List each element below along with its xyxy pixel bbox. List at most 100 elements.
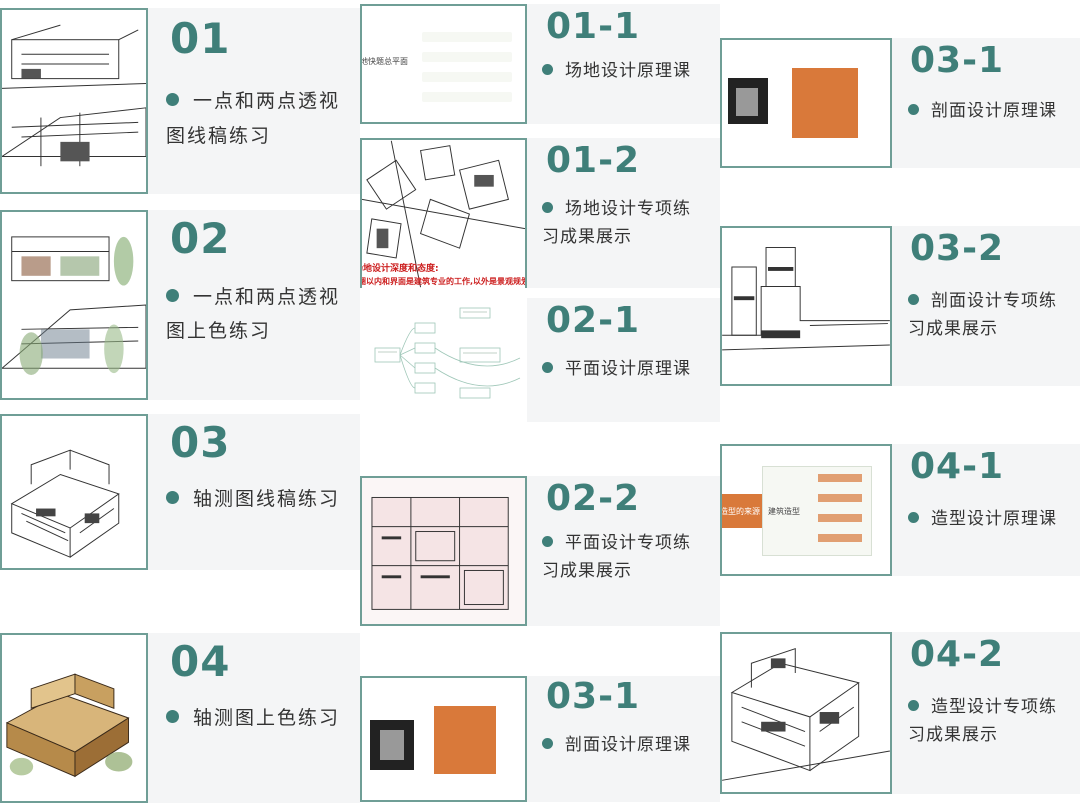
diagram-box [422,32,512,42]
course-card-04[interactable]: 04 轴测图上色练习 [0,633,360,803]
course-card-01[interactable]: 01 一点和两点透视 图线稿练习 [0,8,360,194]
bullet-dot [166,93,179,106]
course-number: 01-1 [546,6,641,47]
course-card-02-2[interactable]: 02-2 平面设计专项练 习成果展示 [360,476,720,626]
thumbnail-site-sketch: 场地设计深度和态度: 圈以内和界面是建筑专业的工作,以外是景观规划专业的工作的规… [360,138,527,288]
orange-panel [792,68,858,138]
course-number: 03-2 [910,228,1005,269]
course-card-03-1[interactable]: 03-1 剖面设计原理课 [720,38,1080,168]
course-number: 03-1 [546,676,641,717]
course-card-02[interactable]: 02 一点和两点透视 图上色练习 [0,210,360,400]
course-title: 剖面设计原理课 [542,730,691,760]
form-diagram-bar [818,494,862,502]
course-title-line1: 剖面设计原理课 [931,101,1057,121]
thumbnail-section-sketch [720,226,892,386]
thumbnail-section-principles [720,38,892,168]
thumbnail-axonometric-colored [0,633,148,803]
bullet-dot [542,362,553,373]
site-sketch-drawing [362,140,525,288]
bullet-dot [908,512,919,523]
section-sketch-drawing [722,247,890,351]
course-number: 01 [170,14,231,63]
bullet-dot [908,294,919,305]
form-diagram-bar [818,474,862,482]
diagram-label: 场地快题总平面 [360,57,408,66]
course-number: 04-1 [910,446,1005,487]
course-number: 03 [170,418,231,467]
course-card-02-1[interactable]: 02-1 平面设计原理课 [360,298,720,422]
plan-sketch-drawing [371,496,509,610]
diagram-box [422,72,512,82]
colored-axonometric-sketch [5,673,133,778]
course-title-line1: 造型设计原理课 [931,509,1057,529]
bullet-dot [542,738,553,749]
course-title: 造型设计原理课 [908,504,1057,534]
course-card-04-1[interactable]: 造型的来源 建筑造型 04-1 造型设计原理课 [720,444,1080,576]
red-heading: 场地设计深度和态度: [360,264,439,274]
bullet-dot [908,104,919,115]
course-title-line1: 一点和两点透视 [193,90,341,112]
course-title-line1: 一点和两点透视 [193,286,341,308]
course-title-line2: 习成果展示 [542,227,632,247]
bullet-dot [166,710,179,723]
course-title-line1: 轴测图上色练习 [193,707,341,729]
course-title-line1: 造型设计专项练 [931,697,1057,717]
column-left: 01 一点和两点透视 图线稿练习 [0,0,360,810]
thumbnail-plan-design-mindmap [360,298,527,422]
course-title-line1: 剖面设计专项练 [931,291,1057,311]
course-title: 平面设计专项练 [542,528,691,558]
diagram-box [422,52,512,62]
form-center-label: 建筑造型 [768,507,800,516]
course-title-line2: 习成果展示 [542,561,632,581]
course-number: 04 [170,637,231,686]
course-title: 场地设计专项练 [542,194,691,224]
course-number: 02-1 [546,300,641,341]
course-title: 轴测图上色练习 [166,703,340,733]
colored-sketch-drawing [2,236,146,376]
thumbnail-axonometric-line [0,414,148,570]
thumbnail-form-sketch [720,632,892,794]
course-card-03-1-duplicate[interactable]: 03-1 剖面设计原理课 [360,676,720,802]
course-title-line2: 习成果展示 [908,319,998,339]
bullet-dot [542,536,553,547]
diagram-box [422,92,512,102]
course-card-01-1[interactable]: 场地快题总平面 01-1 场地设计原理课 [360,4,720,124]
bullet-dot [542,64,553,75]
course-title: 场地设计原理课 [542,56,691,86]
bullet-dot [542,202,553,213]
course-title-line1: 场地设计原理课 [565,61,691,81]
bullet-dot [908,700,919,711]
course-number: 03-1 [910,40,1005,81]
axonometric-sketch [10,449,120,558]
course-card-04-2[interactable]: 04-2 造型设计专项练 习成果展示 [720,632,1080,794]
course-title: 剖面设计专项练 [908,286,1057,316]
course-title-line2: 图线稿练习 [166,125,272,147]
column-right: 03-1 剖面设计原理课 03-2 剖面设计专项练 习成果展示 [720,0,1080,810]
course-title: 平面设计原理课 [542,354,691,384]
sketch-drawing [2,24,146,167]
form-sketch-drawing [722,647,890,781]
course-title-line1: 场地设计专项练 [565,199,691,219]
course-card-03-2[interactable]: 03-2 剖面设计专项练 习成果展示 [720,226,1080,386]
thumbnail-plan-sketch [360,476,527,626]
thumbnail-form-design-diagram: 造型的来源 建筑造型 [720,444,892,576]
bullet-dot [166,491,179,504]
course-title-line1: 平面设计原理课 [565,359,691,379]
form-source-panel [722,494,762,528]
course-number: 04-2 [910,634,1005,675]
course-card-01-2[interactable]: 场地设计深度和态度: 圈以内和界面是建筑专业的工作,以外是景观规划专业的工作的规… [360,138,720,288]
section-image-inner [736,88,758,116]
form-source-label: 造型的来源 [720,507,760,516]
course-number: 02-2 [546,478,641,519]
course-title-line1: 平面设计专项练 [565,533,691,553]
course-card-03[interactable]: 03 轴测图线稿练习 [0,414,360,570]
thumbnail-perspective-line-sketch [0,8,148,194]
thumbnail-perspective-colored [0,210,148,400]
course-title: 造型设计专项练 [908,692,1057,722]
section-image-inner [380,730,404,760]
form-diagram-bar [818,534,862,542]
course-title-line2: 图上色练习 [166,320,272,342]
form-diagram-bar [818,514,862,522]
mindmap-drawing [374,307,521,399]
thumbnail-site-design-diagram: 场地快题总平面 [360,4,527,124]
